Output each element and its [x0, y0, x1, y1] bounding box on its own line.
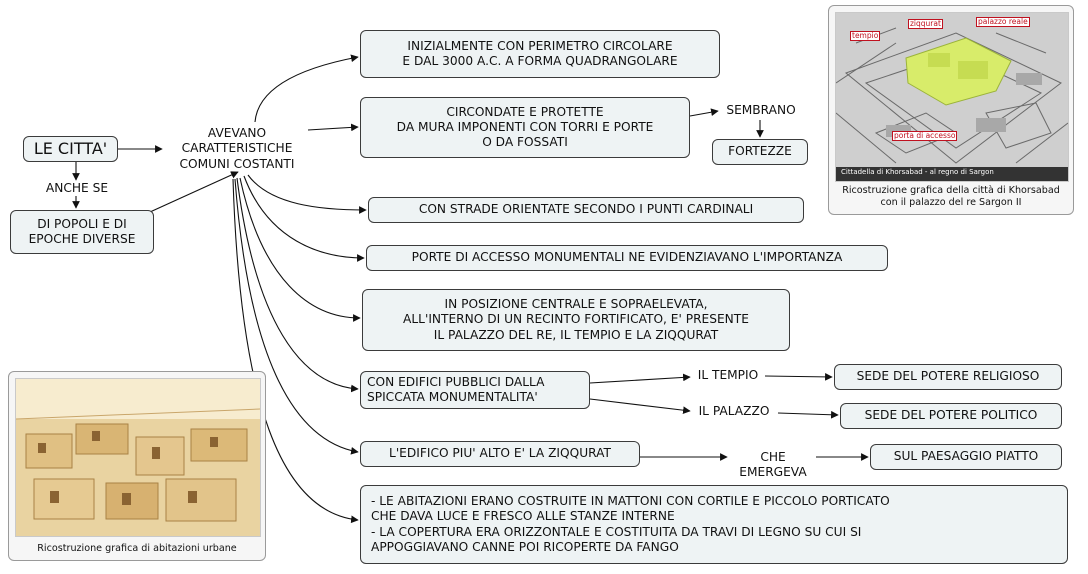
abitazioni-illustration	[15, 378, 261, 537]
node-abitazioni: - LE ABITAZIONI ERANO COSTRUITE IN MATTO…	[360, 485, 1068, 564]
edge-to-posizione	[239, 177, 361, 322]
edge-to-porte	[243, 175, 365, 262]
label-palazzo-tag: palazzo reale	[976, 17, 1030, 28]
label-porta-tag: porta di accesso	[892, 131, 958, 142]
edge-tempio-religioso	[764, 373, 833, 381]
caption-khorsabad: Ricostruzione grafica della città di Kho…	[842, 185, 1060, 208]
node-popoli: DI POPOLI E DI EPOCHE DIVERSE	[10, 210, 154, 254]
node-posizione: IN POSIZIONE CENTRALE E SOPRAELEVATA, AL…	[362, 289, 790, 351]
image-card-khorsabad: tempio ziqqurat palazzo reale porta di a…	[828, 5, 1074, 215]
node-mura: CIRCONDATE E PROTETTE DA MURA IMPONENTI …	[360, 97, 690, 158]
image-card-abitazioni: Ricostruzione grafica di abitazioni urba…	[8, 371, 266, 561]
edge-to-strade	[247, 174, 367, 214]
edge-palazzo-politico	[777, 410, 839, 419]
node-porte: PORTE DI ACCESSO MONUMENTALI NE EVIDENZI…	[366, 245, 888, 271]
edge-edifici-palazzo	[589, 398, 691, 414]
node-perimetro: INIZIALMENTE CON PERIMETRO CIRCOLARE E D…	[360, 30, 720, 78]
edge-popoli-avevano	[149, 171, 239, 213]
node-edifici: CON EDIFICI PUBBLICI DALLA SPICCATA MONU…	[360, 371, 590, 409]
edge-to-edifici	[236, 177, 359, 393]
label-che-emergeva: CHE EMERGEVA	[739, 450, 807, 480]
label-sembrano: SEMBRANO	[726, 103, 796, 117]
node-religioso: SEDE DEL POTERE RELIGIOSO	[834, 364, 1062, 390]
node-edificio-alto: L'EDIFICO PIU' ALTO E' LA ZIQQURAT	[360, 441, 640, 467]
label-tempio-tag: tempio	[850, 31, 881, 42]
label-il-palazzo: IL PALAZZO	[698, 404, 770, 418]
caption-abitazioni: Ricostruzione grafica di abitazioni urba…	[37, 543, 237, 554]
label-anche-se: ANCHE SE	[45, 181, 109, 195]
label-il-tempio: IL TEMPIO	[697, 368, 759, 382]
edge-to-abitazioni	[232, 178, 359, 524]
node-paesaggio: SUL PAESAGGIO PIATTO	[870, 444, 1062, 470]
edge-edifici-tempio	[589, 373, 691, 384]
edge-mura-sembrano	[689, 108, 719, 117]
node-le-citta: LE CITTA'	[23, 136, 118, 162]
abitazioni-drawing	[16, 379, 260, 536]
label-ziqqurat-tag: ziqqurat	[908, 19, 943, 30]
node-fortezze: FORTEZZE	[712, 139, 808, 165]
edge-to-mura	[307, 123, 359, 132]
label-inset-caption: Cittadella di Khorsabad - al regno di Sa…	[841, 168, 994, 176]
edge-to-perimetro	[254, 54, 359, 123]
edge-to-edificio-alto	[234, 178, 359, 455]
label-avevano: AVEVANO CARATTERISTICHE COMUNI COSTANTI	[179, 126, 295, 171]
node-strade: CON STRADE ORIENTATE SECONDO I PUNTI CAR…	[368, 197, 804, 223]
node-politico: SEDE DEL POTERE POLITICO	[840, 403, 1062, 429]
khorsabad-illustration: tempio ziqqurat palazzo reale porta di a…	[835, 12, 1069, 182]
